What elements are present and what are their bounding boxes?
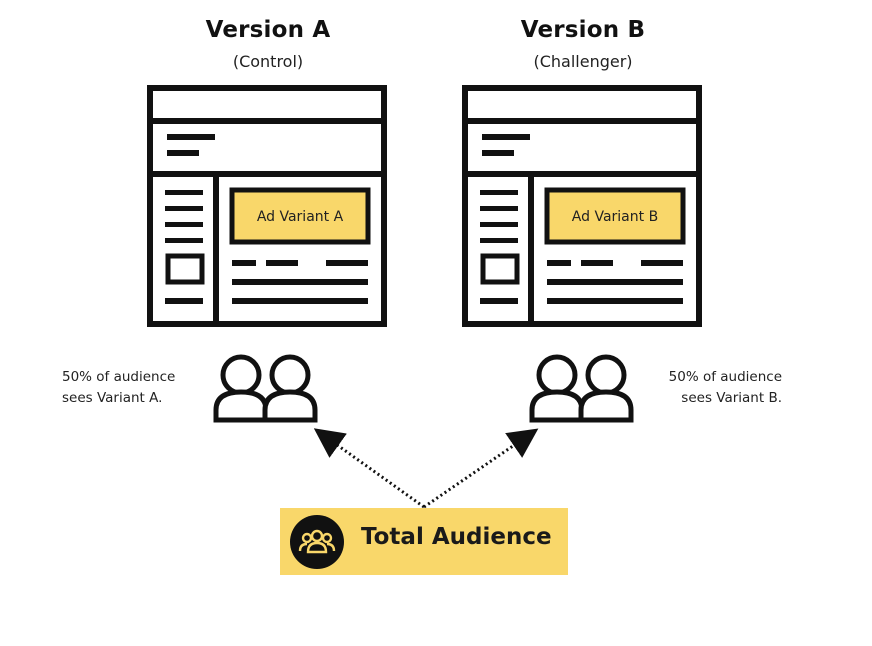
group-icon	[290, 515, 344, 569]
variant-b-caption: 50% of audience sees Variant B.	[632, 367, 782, 409]
webpage-a-mockup	[147, 85, 387, 327]
total-audience-label: Total Audience	[361, 524, 552, 550]
variant-b-caption-line1: 50% of audience	[668, 369, 782, 385]
variant-a-caption-line2: sees Variant A.	[62, 390, 163, 406]
audience-a-icon	[213, 354, 318, 423]
ad-variant-b-label: Ad Variant B	[572, 209, 658, 225]
audience-b-icon	[529, 354, 634, 423]
variant-a-caption: 50% of audience sees Variant A.	[62, 367, 212, 409]
arrow-to-variant-b	[423, 428, 539, 509]
version-b-subtitle: (Challenger)	[533, 52, 633, 71]
variant-b-caption-line2: sees Variant B.	[681, 390, 782, 406]
variant-a-caption-line1: 50% of audience	[62, 369, 176, 385]
version-b-title: Version B	[520, 17, 646, 43]
version-a-subtitle: (Control)	[232, 52, 304, 71]
version-a-title: Version A	[205, 17, 331, 43]
webpage-b-mockup	[462, 85, 702, 327]
ad-variant-a-label: Ad Variant A	[257, 209, 344, 225]
arrow-to-variant-a	[313, 428, 425, 509]
